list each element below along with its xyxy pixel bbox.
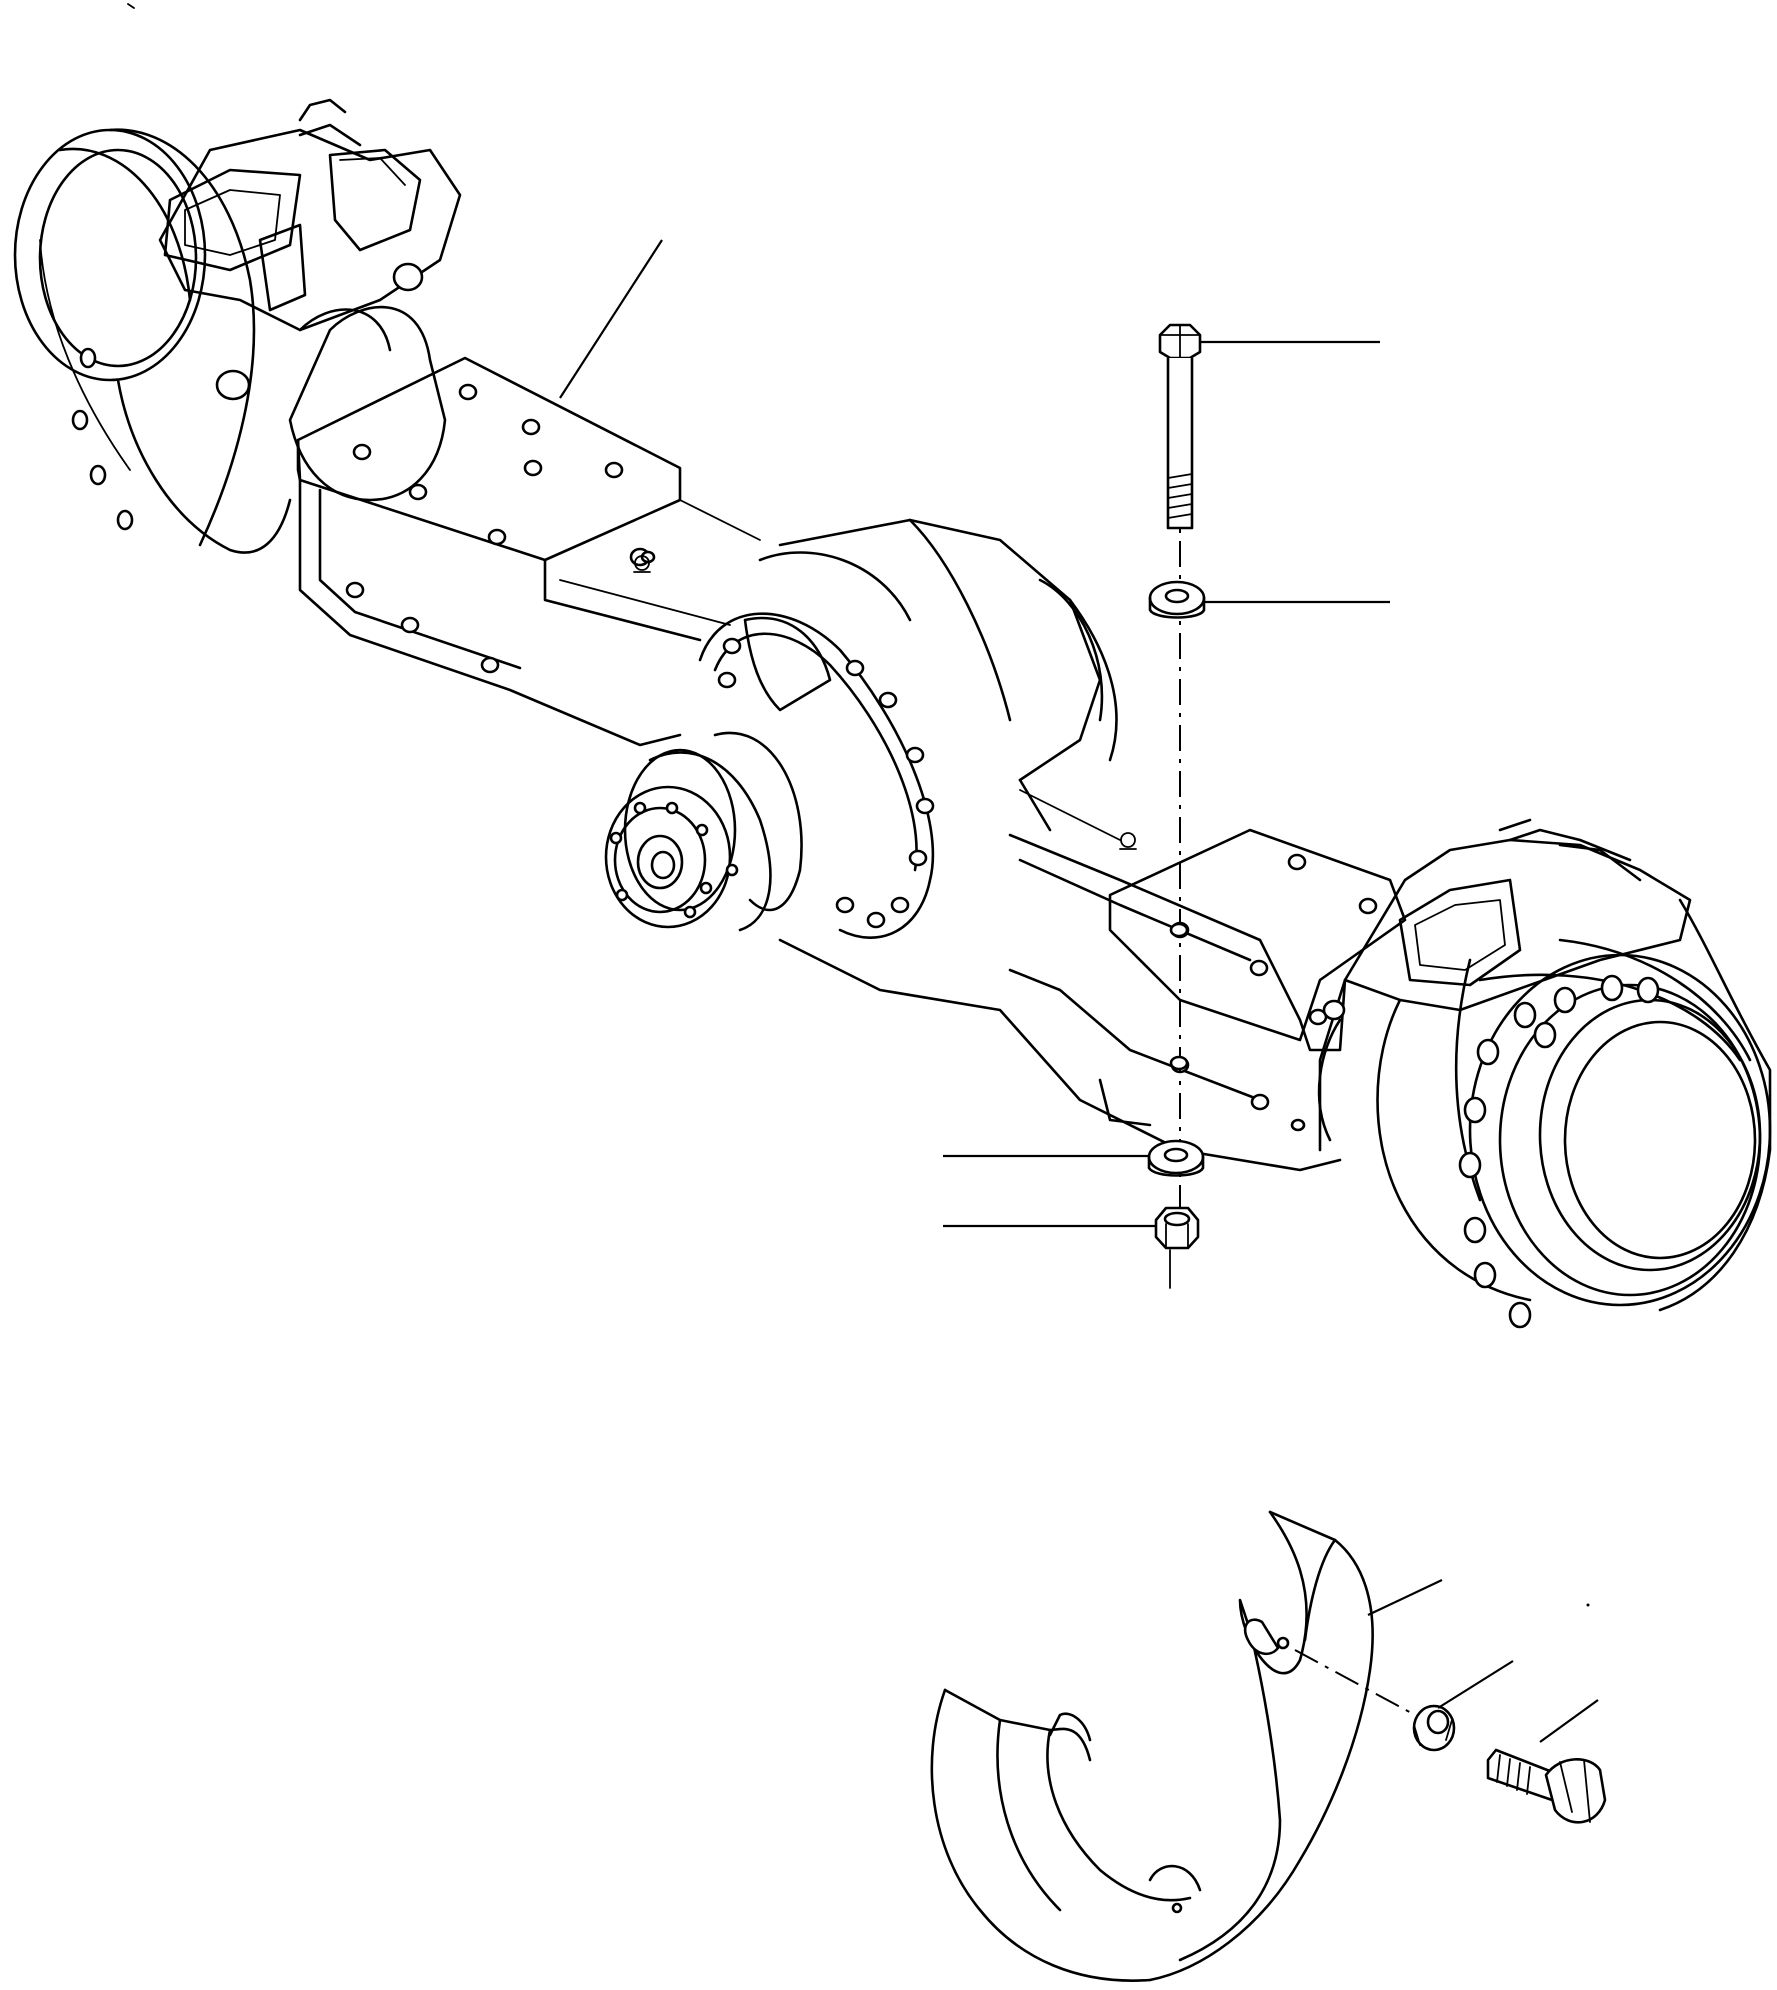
bolt — [1158, 323, 1202, 530]
leader-shield — [1367, 1579, 1443, 1616]
lock-washer — [1412, 1704, 1456, 1752]
fastener-stack — [1147, 323, 1206, 1289]
left-wheel-hub — [13, 128, 292, 554]
upper-washer — [1148, 580, 1206, 619]
left-pivot-bracket — [158, 98, 462, 401]
leader-lock-washer — [1437, 1660, 1514, 1709]
mount-hole-bottom — [1169, 1055, 1189, 1071]
callout-leaders — [559, 239, 1599, 1743]
pinion-flange — [604, 731, 803, 932]
right-wheel-hub — [1376, 898, 1772, 1329]
leader-axle-housing — [559, 239, 663, 399]
shield-bolt — [1486, 1748, 1607, 1824]
differential-housing — [640, 518, 1118, 939]
cast-mark-right — [1119, 832, 1137, 850]
left-spring-pad — [296, 356, 682, 567]
mount-hole-top — [1169, 922, 1189, 938]
lower-washer — [1147, 1139, 1205, 1177]
cast-mark-left — [633, 555, 651, 573]
brake-shield — [930, 1510, 1607, 1982]
axle-housing — [13, 98, 1772, 1329]
right-pivot-bracket — [1317, 818, 1692, 1152]
corner-mark — [127, 3, 135, 9]
leader-shield-bolt — [1539, 1699, 1599, 1743]
nut — [1154, 1206, 1200, 1250]
stray-dot — [1586, 1603, 1590, 1607]
right-spring-pad — [1108, 828, 1407, 1132]
